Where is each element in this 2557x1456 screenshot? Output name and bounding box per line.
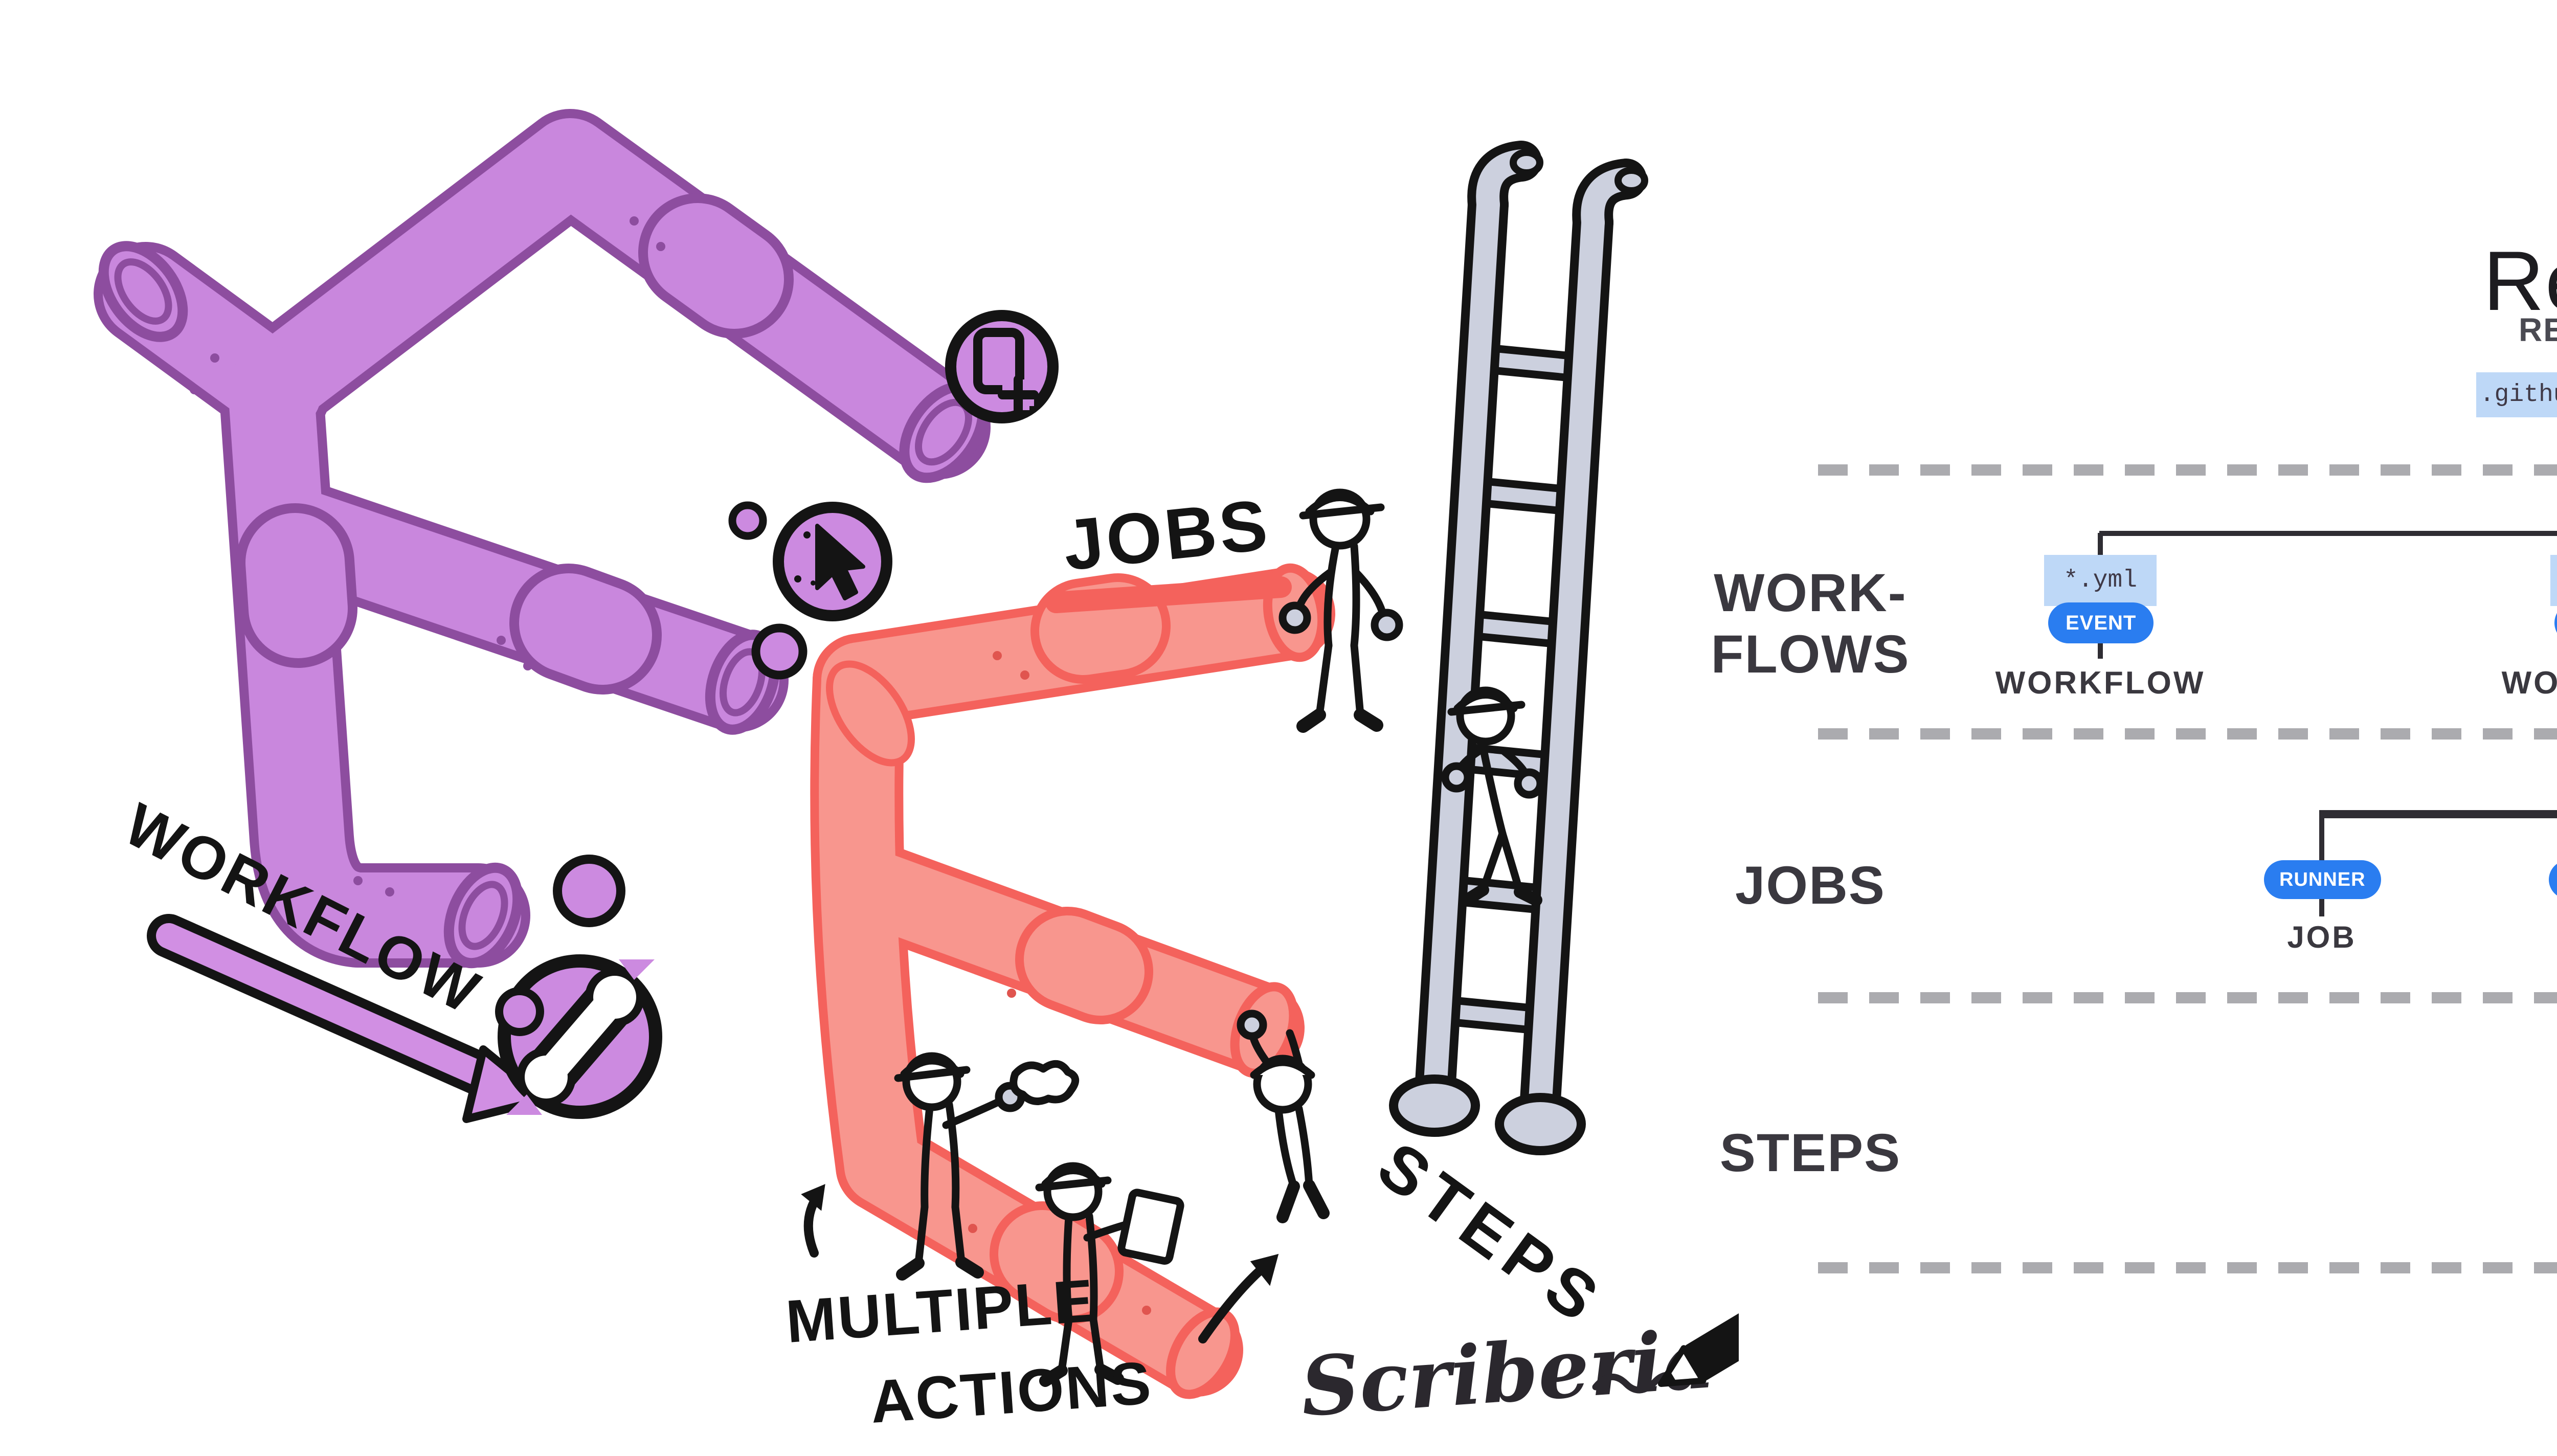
- separator-2: [1818, 728, 2557, 740]
- workflows-section-label: WORK- FLOWS: [1711, 563, 1910, 684]
- steps-handwritten-label: STEPS: [1365, 1128, 1618, 1340]
- actions-label: ACTIONS: [868, 1349, 1155, 1436]
- multiple-label: MULTIPLE: [784, 1267, 1097, 1356]
- signature: Scriberia: [1298, 1312, 1718, 1435]
- event-badge: EVENT: [2554, 602, 2557, 643]
- scriberia-illustration: WORKFLOW: [94, 109, 1739, 1436]
- jobs-pipe: [810, 563, 1335, 1399]
- runner-badge: RUNNER: [2549, 860, 2557, 899]
- workflow-file-box: *.yml: [2550, 555, 2557, 606]
- worker-bottom-left: [894, 1052, 1080, 1281]
- wrench-icon: [498, 954, 662, 1119]
- pencil-icon: [1658, 1304, 1739, 1387]
- separator-3: [1818, 992, 2557, 1003]
- event-badge: EVENT: [2048, 602, 2154, 643]
- worker-bottom-mid: [1035, 1162, 1184, 1387]
- workflows-connector: [2099, 531, 2557, 536]
- worker-climber: [1441, 686, 1544, 906]
- runner-badge: RUNNER: [2264, 860, 2381, 899]
- jobs-handwritten-label: JOBS: [1060, 484, 1274, 586]
- ladder: [1389, 141, 1648, 1155]
- job-node-label: JOB: [2530, 920, 2557, 955]
- separator-4: [1818, 1262, 2557, 1273]
- jobs-section-label: JOBS: [1735, 856, 1886, 915]
- cursor-icon: [773, 502, 892, 621]
- jobs-underline: [1045, 576, 1292, 613]
- separator-1: [1818, 464, 2557, 476]
- workflows-path-box: .github/workflows/: [2476, 372, 2557, 417]
- workflow-pipe: [94, 109, 991, 969]
- workflow-node-label: WORKFLOW: [2501, 665, 2557, 701]
- window-plus-icon: [945, 310, 1059, 423]
- bubbles: [495, 501, 808, 1036]
- workflow-node-label: WORKFLOW: [1995, 665, 2206, 701]
- steps-section-label: STEPS: [1719, 1123, 1901, 1183]
- worker-hanging: [1237, 1010, 1330, 1223]
- job-node-label: JOB: [2287, 920, 2357, 954]
- actions-arrow: [801, 1184, 1279, 1343]
- worker-top: [1278, 488, 1403, 733]
- diagram-title: Repository: [2483, 234, 2557, 328]
- workflow-file-box: *.yml: [2044, 555, 2157, 606]
- repo-caption: RE: [2519, 311, 2557, 348]
- jobs-connector: [2319, 810, 2557, 818]
